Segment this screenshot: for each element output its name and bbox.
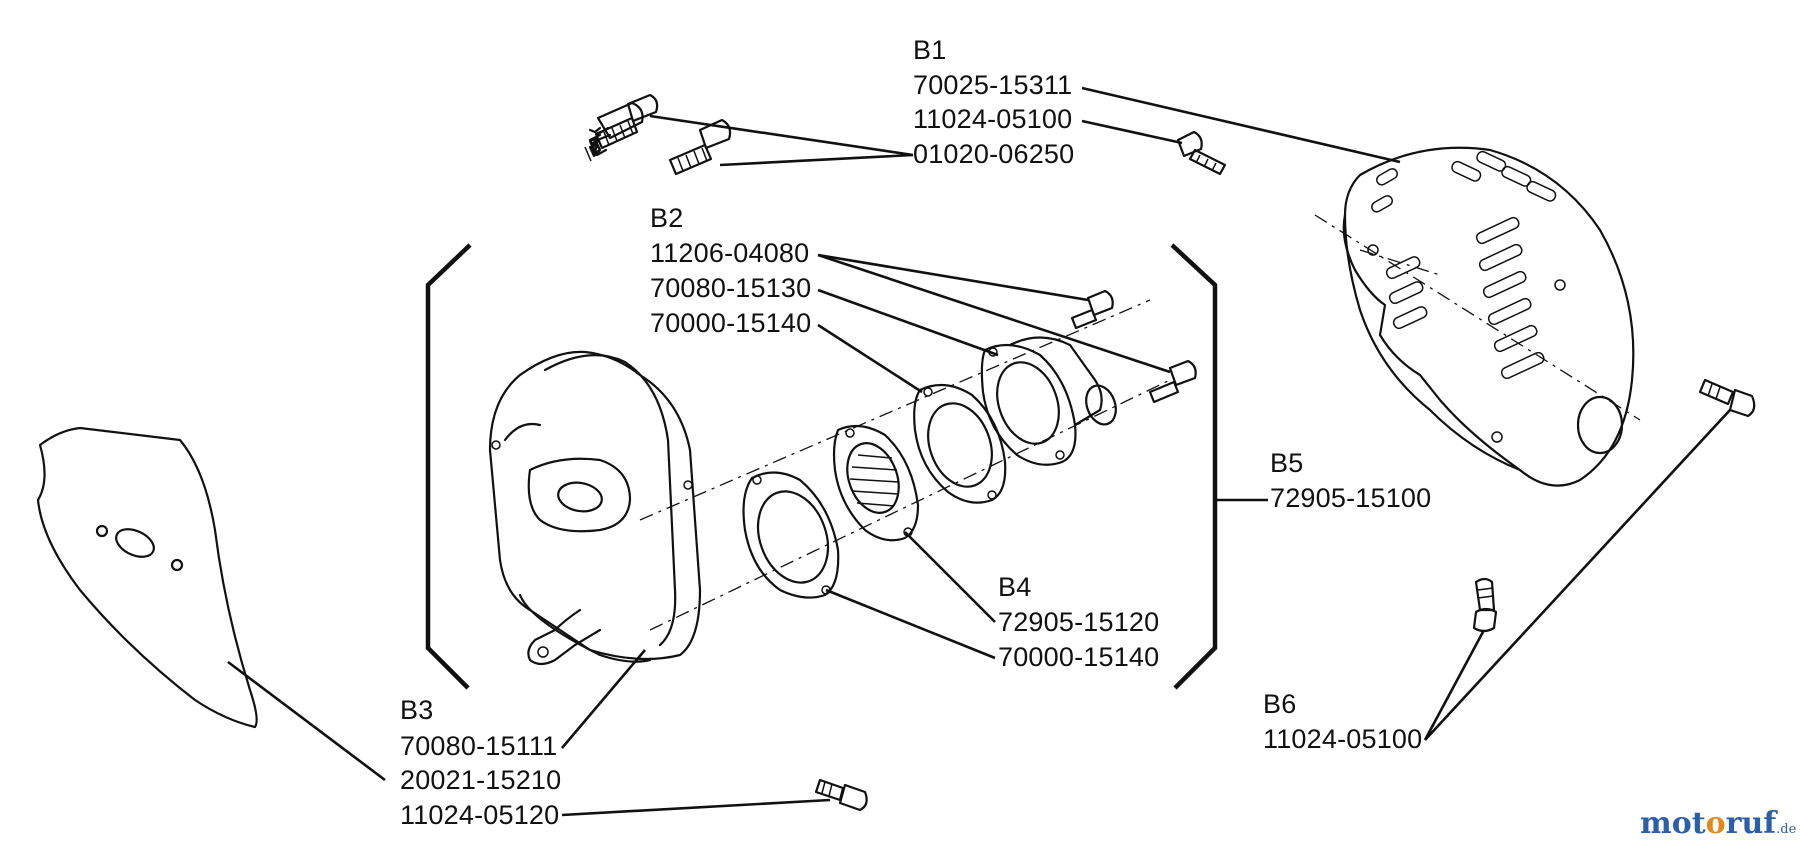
- part-number: 11024-05100: [1263, 724, 1423, 754]
- part-number: 70080-15111: [400, 731, 558, 761]
- part-number: 70000-15140: [998, 642, 1160, 672]
- group-b1-label: B1: [913, 35, 947, 65]
- bolt-b2-b: [1148, 359, 1197, 404]
- bracket-left: [425, 243, 472, 690]
- part-number: 70080-15130: [650, 273, 812, 303]
- part-number: 11024-05120: [400, 800, 560, 830]
- watermark-text-a: mot: [1640, 806, 1706, 841]
- bolt-b6-b: [1472, 577, 1498, 633]
- group-b6-label: B6: [1263, 689, 1297, 719]
- bracket-right: [1170, 243, 1218, 690]
- watermark-tld: .de: [1776, 822, 1797, 837]
- watermark-text-b: ruf: [1725, 806, 1777, 841]
- part-number: 01020-06250: [913, 139, 1075, 169]
- group-b3-label: B3: [400, 695, 434, 725]
- bolt-01020-a: [594, 93, 659, 150]
- outlet-flange: [980, 336, 1117, 466]
- heat-shield-plate: [36, 426, 258, 729]
- part-number: 20021-15210: [400, 765, 562, 795]
- bolt-b1: [1176, 130, 1227, 176]
- part-number: 11024-05100: [913, 104, 1073, 134]
- part-number: 11206-04080: [650, 238, 810, 268]
- part-number: 72905-15100: [1270, 483, 1432, 513]
- gasket-middle: [913, 383, 1007, 504]
- bolt-b3: [814, 778, 868, 812]
- group-b5-label: B5: [1270, 448, 1304, 478]
- part-number: 72905-15120: [998, 607, 1160, 637]
- gasket-front: [742, 471, 840, 599]
- part-number: 70025-15311: [913, 70, 1073, 100]
- watermark-text-o: o: [1705, 806, 1726, 841]
- muffler-cover: [1342, 146, 1635, 487]
- bolt-b2-a: [1070, 289, 1114, 330]
- leader-lines: [227, 86, 1731, 817]
- group-b2-label: B2: [650, 203, 684, 233]
- part-number: 70000-15140: [650, 308, 812, 338]
- spark-arrester-screen: [832, 424, 920, 542]
- group-b4-label: B4: [998, 572, 1032, 602]
- site-watermark: motoruf.de: [1640, 806, 1796, 841]
- bolt-b6-a: [1698, 378, 1756, 418]
